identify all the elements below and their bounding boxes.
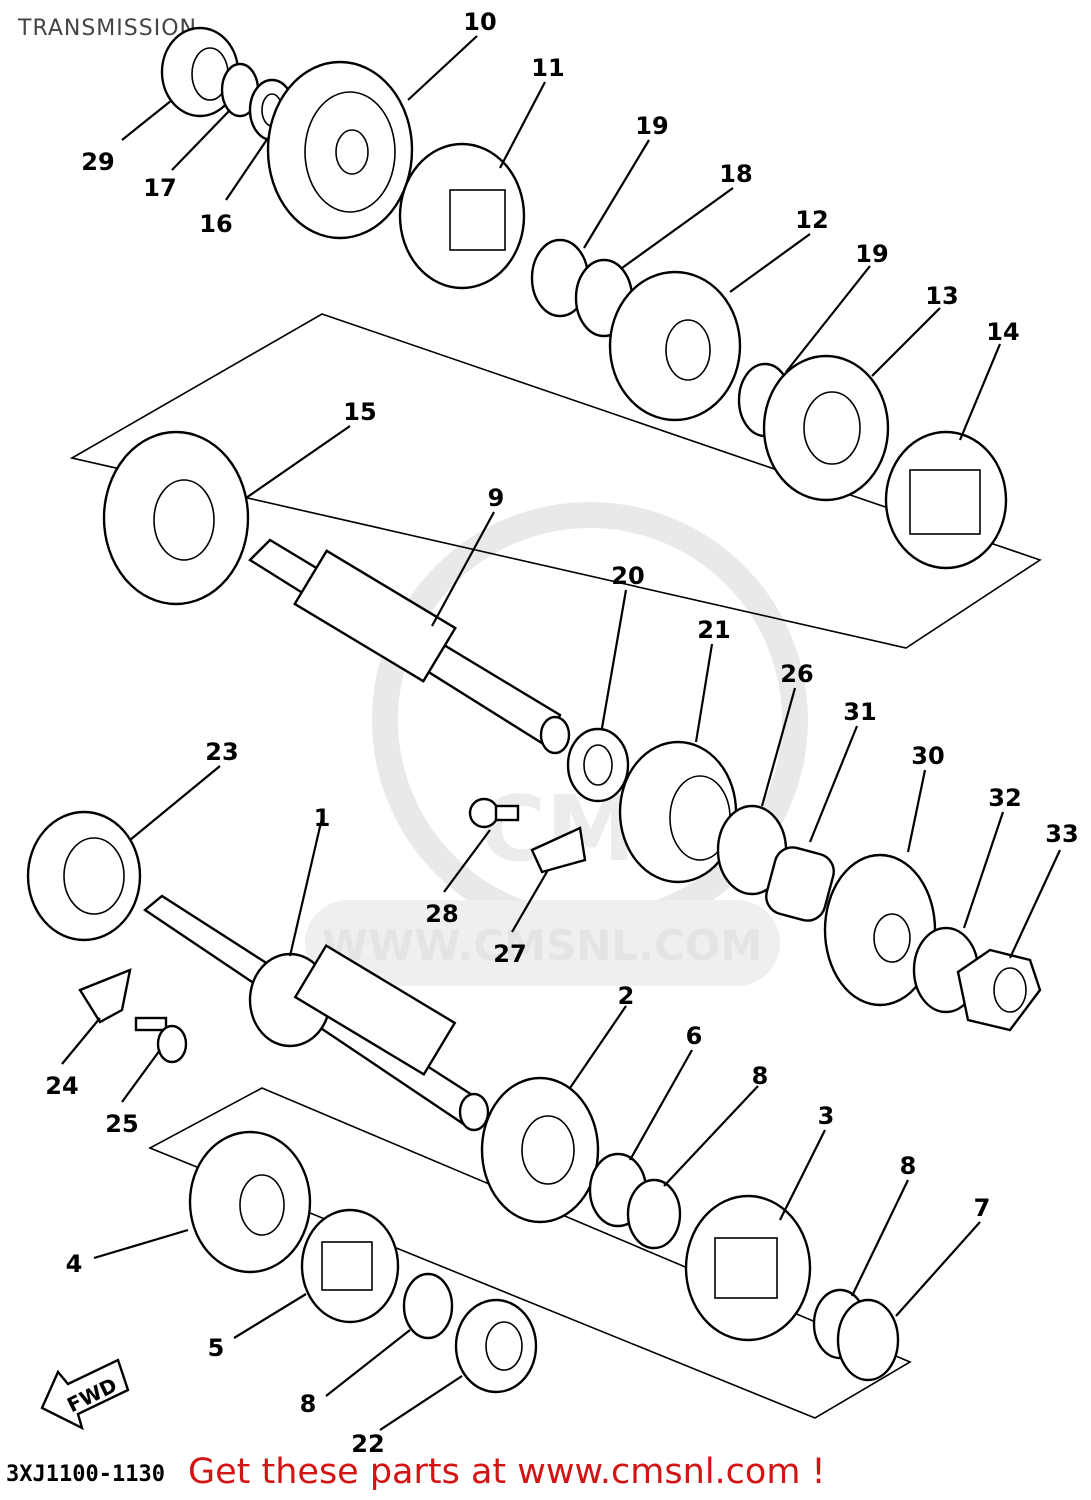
watermark-text: WWW.CMSNL.COM bbox=[322, 921, 763, 970]
callout-11: 11 bbox=[531, 54, 564, 82]
nut-33 bbox=[956, 948, 1042, 1032]
mainshaft-gear-group-box bbox=[148, 1087, 912, 1419]
callout-14: 14 bbox=[986, 318, 1019, 346]
callout-6: 6 bbox=[686, 1022, 703, 1050]
callout-22: 22 bbox=[351, 1430, 384, 1458]
callout-7: 7 bbox=[974, 1194, 991, 1222]
gear-4 bbox=[188, 1130, 312, 1274]
callout-27: 27 bbox=[493, 940, 526, 968]
countershaft-9 bbox=[248, 538, 571, 755]
sprocket-30 bbox=[823, 853, 937, 1007]
gear-3 bbox=[684, 1194, 812, 1342]
callout-20: 20 bbox=[611, 562, 644, 590]
gear-12 bbox=[608, 270, 742, 422]
circlip-8-upper bbox=[626, 1178, 682, 1250]
callout-2: 2 bbox=[618, 982, 635, 1010]
screw-25 bbox=[134, 1016, 188, 1064]
plate-24 bbox=[78, 968, 132, 1024]
callout-labels: 10 11 19 18 12 19 13 14 29 17 16 15 9 20… bbox=[45, 8, 1078, 1458]
callout-13: 13 bbox=[925, 282, 958, 310]
gear-14 bbox=[884, 430, 1008, 570]
page-title: TRANSMISSION bbox=[18, 16, 197, 41]
callout-33: 33 bbox=[1045, 820, 1078, 848]
callout-8-right: 8 bbox=[900, 1152, 917, 1180]
callout-5: 5 bbox=[208, 1334, 225, 1362]
gear-11 bbox=[398, 142, 526, 290]
gear-5 bbox=[300, 1208, 400, 1324]
callout-23: 23 bbox=[205, 738, 238, 766]
callout-15: 15 bbox=[343, 398, 376, 426]
callout-25: 25 bbox=[105, 1110, 138, 1138]
leader-lines bbox=[61, 35, 1061, 1431]
callout-19-upper: 19 bbox=[635, 112, 668, 140]
gear-10 bbox=[266, 60, 414, 240]
circlip-8-lower bbox=[402, 1272, 454, 1340]
promo-link[interactable]: Get these parts at www.cmsnl.com ! bbox=[188, 1452, 826, 1492]
collar-31 bbox=[765, 846, 835, 922]
countershaft-gear-group-box bbox=[69, 313, 1042, 649]
callout-9: 9 bbox=[488, 484, 505, 512]
bearing-23 bbox=[26, 810, 142, 942]
callout-8-upper: 8 bbox=[752, 1062, 769, 1090]
washer-7 bbox=[836, 1298, 900, 1382]
forward-arrow-icon: FWD bbox=[40, 1358, 130, 1431]
plate-27 bbox=[530, 826, 587, 874]
callout-28: 28 bbox=[425, 900, 458, 928]
callout-10: 10 bbox=[463, 8, 496, 36]
gear-2 bbox=[480, 1076, 600, 1224]
gear-13 bbox=[762, 354, 890, 502]
mainshaft-1 bbox=[142, 894, 490, 1132]
screw-28 bbox=[468, 797, 520, 829]
gear-15 bbox=[102, 430, 250, 606]
callout-32: 32 bbox=[988, 784, 1021, 812]
callout-1: 1 bbox=[314, 804, 331, 832]
bearing-22 bbox=[454, 1298, 538, 1394]
callout-21: 21 bbox=[697, 616, 730, 644]
callout-8-lower: 8 bbox=[300, 1390, 317, 1418]
callout-31: 31 bbox=[843, 698, 876, 726]
callout-19-lower: 19 bbox=[855, 240, 888, 268]
callout-16: 16 bbox=[199, 210, 232, 238]
callout-17: 17 bbox=[143, 174, 176, 202]
callout-29: 29 bbox=[81, 148, 114, 176]
callout-4: 4 bbox=[66, 1250, 83, 1278]
callout-24: 24 bbox=[45, 1072, 78, 1100]
callout-12: 12 bbox=[795, 206, 828, 234]
washer-20 bbox=[566, 727, 630, 803]
callout-3: 3 bbox=[818, 1102, 835, 1130]
callout-26: 26 bbox=[780, 660, 813, 688]
drawing-code: 3XJ1100-1130 bbox=[6, 1462, 165, 1487]
callout-18: 18 bbox=[719, 160, 752, 188]
callout-30: 30 bbox=[911, 742, 944, 770]
